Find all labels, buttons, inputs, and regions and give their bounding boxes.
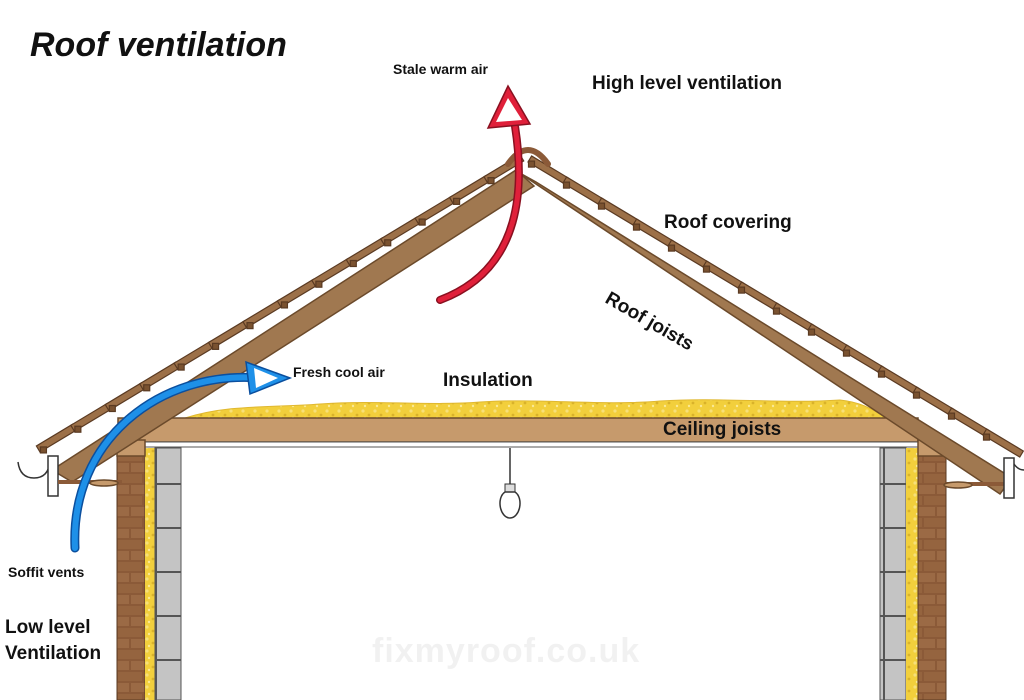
left-rafter (50, 169, 536, 483)
roof-batten (807, 328, 816, 336)
label-low-level-line2: Ventilation (5, 643, 102, 664)
roof-tile (982, 428, 1024, 458)
right-block-wall (879, 447, 907, 700)
soffit-vent (943, 481, 973, 489)
gutter-icon (1013, 463, 1024, 471)
roof-batten (384, 239, 392, 247)
roof-batten (211, 342, 220, 350)
roof-batten (452, 197, 461, 205)
label-ceiling-joists: Ceiling joists (663, 419, 782, 440)
roof-batten (982, 433, 991, 441)
roof-batten (280, 301, 289, 309)
roof-batten (947, 412, 956, 420)
roof-batten (487, 177, 495, 185)
ceiling-line (144, 441, 921, 448)
roof-covering-tiles (35, 154, 1024, 458)
roof-batten (667, 244, 676, 252)
roof-tile (807, 323, 850, 353)
roof-tile (877, 365, 920, 395)
label-soffit-vents: Soffit vents (8, 564, 85, 580)
roof-batten (912, 391, 921, 399)
roof-batten (315, 280, 323, 288)
roof-batten (597, 202, 606, 210)
roof-tile (912, 386, 955, 416)
ceiling-joist (117, 417, 919, 443)
roof-batten (177, 363, 185, 371)
roof-batten (877, 370, 886, 378)
ridge-vent (505, 147, 551, 167)
right-cavity-insulation (906, 448, 918, 700)
roof-batten (349, 259, 357, 268)
label-stale-warm-air: Stale warm air (393, 61, 488, 77)
roof-batten (39, 446, 48, 454)
roof-tile (667, 239, 710, 269)
roof-tile (737, 281, 780, 311)
roof-batten (562, 181, 571, 189)
roof-batten (143, 384, 151, 392)
diagram-title: Roof ventilation (30, 26, 287, 64)
roof-batten (418, 218, 426, 226)
left-cavity-insulation (145, 448, 155, 700)
roof-batten (772, 307, 781, 315)
roof-batten (842, 349, 851, 357)
left-soffit (17, 455, 122, 497)
left-brick-wall (116, 455, 146, 700)
label-high-level-ventilation: High level ventilation (592, 73, 783, 94)
right-soffit (943, 457, 1024, 499)
watermark: fixmyroof.co.uk (372, 632, 641, 670)
roof-batten (108, 404, 116, 413)
label-roof-covering: Roof covering (664, 212, 792, 233)
gutter-icon (17, 461, 51, 479)
roof-tile (597, 197, 640, 227)
roof-batten (632, 223, 641, 231)
roof-batten (74, 425, 82, 433)
right-brick-wall (917, 455, 947, 700)
light-bulb-icon (499, 448, 521, 519)
left-block-wall (154, 447, 182, 700)
roof-batten (527, 160, 536, 168)
label-insulation: Insulation (443, 370, 533, 391)
roof-tile (702, 260, 745, 290)
roof-tile (947, 407, 990, 437)
label-fresh-cool-air: Fresh cool air (293, 364, 385, 380)
label-low-level-line1: Low level (5, 617, 91, 638)
roof-batten (737, 286, 746, 294)
roof-tile (842, 344, 885, 374)
roof-tile (772, 302, 815, 332)
roof-tile (562, 176, 605, 206)
roof-batten (702, 265, 711, 273)
loft-insulation (184, 399, 887, 419)
soffit-vent (89, 479, 119, 487)
label-low-level-ventilation: Low level Ventilation (5, 615, 101, 667)
roof-batten (246, 322, 254, 330)
